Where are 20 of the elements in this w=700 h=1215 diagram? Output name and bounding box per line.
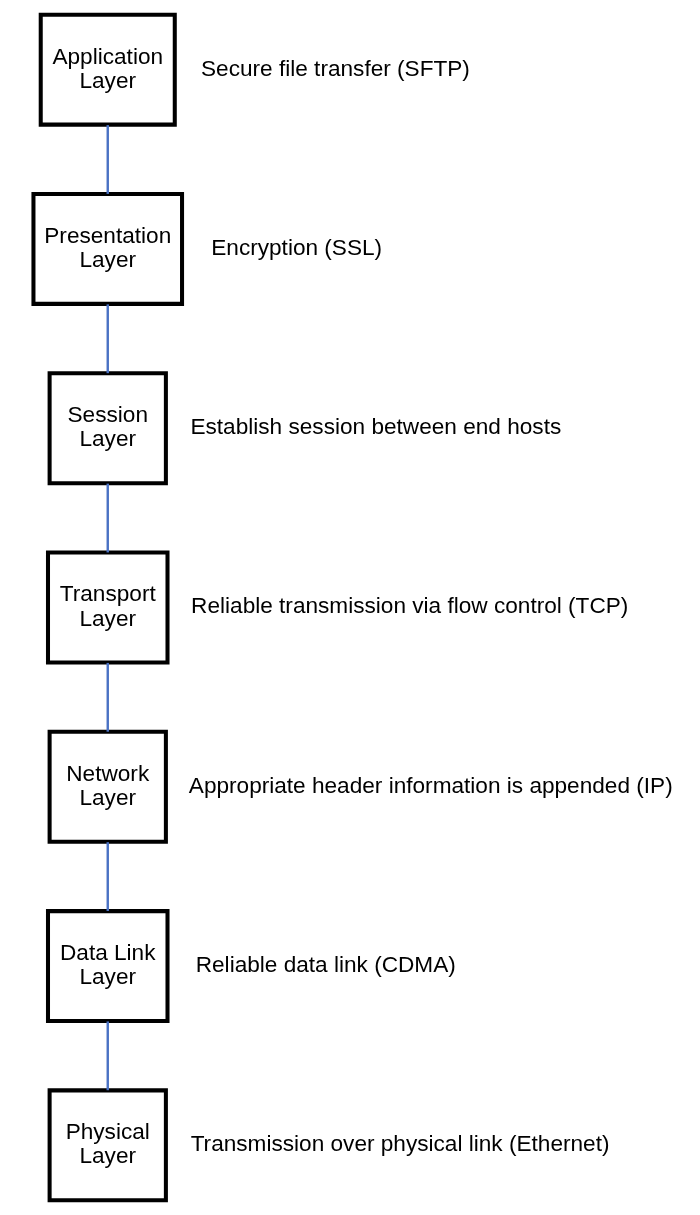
node-label: Reliable transmission via flow control (TCP) xyxy=(191,593,629,619)
connector xyxy=(106,125,109,194)
node-box: Session Layer xyxy=(47,371,168,486)
node-label: Secure file transfer (SFTP) xyxy=(201,55,470,81)
node-box: Transport Layer xyxy=(46,550,170,665)
node-box: Physical Layer xyxy=(47,1088,168,1203)
node-label: Appropriate header information is appended (IP) xyxy=(188,772,673,798)
connector xyxy=(106,483,109,553)
node-box: Application Layer xyxy=(38,12,177,127)
node-box: Presentation Layer xyxy=(31,192,185,306)
node-box: Network Layer xyxy=(47,729,168,844)
connector xyxy=(106,1021,109,1091)
connector xyxy=(106,662,109,732)
node-label: Transmission over physical link (Ethernet) xyxy=(190,1131,610,1157)
node-label: Reliable data link (CDMA) xyxy=(195,952,456,978)
node-label: Encryption (SSL) xyxy=(211,234,383,260)
node-box: Data Link Layer xyxy=(46,909,170,1023)
node-label: Establish session between end hosts xyxy=(190,414,562,440)
connector xyxy=(106,304,109,374)
connector xyxy=(106,842,109,911)
